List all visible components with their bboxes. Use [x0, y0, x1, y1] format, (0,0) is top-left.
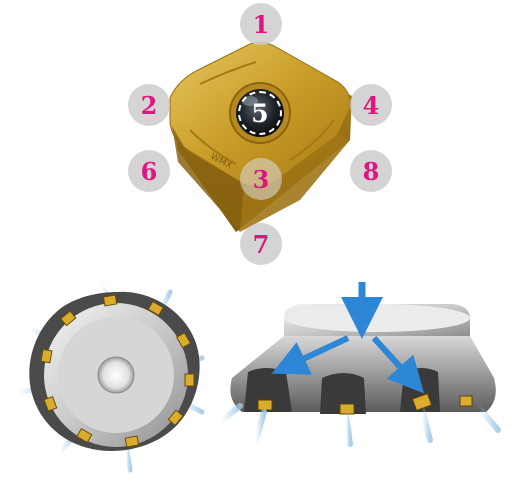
edge-badge-6: 6: [128, 150, 170, 192]
cutter-bottom-view: [20, 287, 202, 470]
edge-badge-4: 4: [350, 84, 392, 126]
edge-badge-7: 7: [240, 223, 282, 265]
edge-badge-1: 1: [240, 3, 282, 45]
edge-badge-3: 3: [240, 158, 282, 200]
edge-badge-5: 5: [238, 91, 282, 135]
edge-badge-2: 2: [128, 84, 170, 126]
cutter-side-view: [222, 282, 498, 444]
edge-badge-8: 8: [350, 150, 392, 192]
